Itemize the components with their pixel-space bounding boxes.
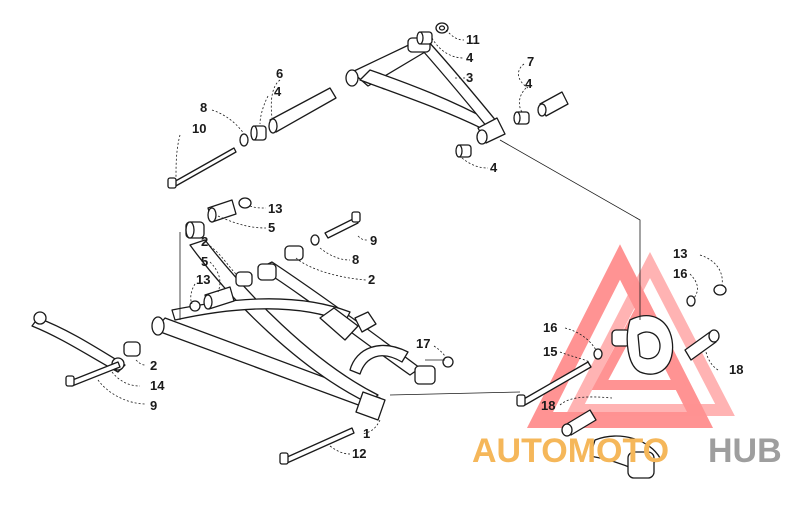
callout-6: 6 bbox=[276, 66, 283, 81]
callout-18: 18 bbox=[541, 398, 555, 413]
link-14 bbox=[31, 311, 126, 373]
callout-1: 1 bbox=[363, 426, 370, 441]
bolt-18-upper bbox=[684, 329, 720, 361]
bolt-18-lower bbox=[561, 409, 597, 437]
nut-11 bbox=[435, 22, 449, 34]
bolt-9-lower bbox=[65, 361, 121, 387]
sleeve-6 bbox=[268, 87, 337, 134]
watermark-auto: AUTOMOTO bbox=[472, 432, 669, 470]
callout-9: 9 bbox=[370, 233, 377, 248]
callout-8: 8 bbox=[352, 252, 359, 267]
washer-8-lower bbox=[310, 234, 320, 246]
callout-numbers: 11 4 3 6 4 7 4 8 10 4 13 5 9 2 8 5 13 2 … bbox=[150, 32, 743, 461]
watermark-hub: HUB bbox=[708, 432, 782, 470]
bushing-4-left bbox=[250, 125, 267, 141]
callout-18: 18 bbox=[729, 362, 743, 377]
washer-8 bbox=[239, 133, 249, 147]
callout-2: 2 bbox=[201, 234, 208, 249]
nut-13-upper bbox=[238, 197, 252, 209]
callout-7: 7 bbox=[527, 54, 534, 69]
bushing-5-upper bbox=[207, 199, 237, 223]
callout-4: 4 bbox=[466, 50, 474, 65]
callout-17: 17 bbox=[416, 336, 430, 351]
nut-17 bbox=[442, 356, 454, 368]
bushing-2-left bbox=[123, 341, 141, 357]
bushing-4-right bbox=[513, 111, 530, 125]
callout-12: 12 bbox=[352, 446, 366, 461]
bushing-2-right bbox=[284, 245, 304, 261]
lower-a-arm bbox=[151, 239, 436, 421]
bolt-10 bbox=[167, 147, 237, 189]
assembly-lines bbox=[179, 139, 641, 396]
bolt-15 bbox=[516, 361, 592, 407]
knuckle bbox=[589, 315, 674, 479]
bushing-4-top bbox=[416, 31, 433, 45]
callout-13: 13 bbox=[268, 201, 282, 216]
sleeve-7 bbox=[537, 91, 569, 117]
callout-9: 9 bbox=[150, 398, 157, 413]
callout-4: 4 bbox=[525, 76, 533, 91]
bolt-12 bbox=[279, 427, 355, 465]
upper-a-arm bbox=[345, 37, 506, 145]
callout-5: 5 bbox=[268, 220, 275, 235]
callout-3: 3 bbox=[466, 70, 473, 85]
callout-14: 14 bbox=[150, 378, 165, 393]
callout-4: 4 bbox=[274, 84, 282, 99]
bushing-4-bottom bbox=[455, 144, 472, 158]
watermark-text: AUTOMOTO HUB bbox=[472, 432, 782, 470]
callout-5: 5 bbox=[201, 254, 208, 269]
callout-8: 8 bbox=[200, 100, 207, 115]
callout-4: 4 bbox=[490, 160, 498, 175]
callout-16: 16 bbox=[543, 320, 557, 335]
callout-leaders bbox=[97, 29, 723, 455]
bushing-5-mid bbox=[203, 286, 235, 310]
callout-2: 2 bbox=[150, 358, 157, 373]
bushing-2-upper bbox=[185, 221, 205, 239]
callout-11: 11 bbox=[466, 32, 480, 47]
nut-13-right bbox=[686, 284, 727, 307]
callout-13: 13 bbox=[673, 246, 687, 261]
bushing-2-mid bbox=[235, 263, 277, 287]
bolt-9-upper bbox=[324, 211, 361, 239]
callout-15: 15 bbox=[543, 344, 557, 359]
callout-2: 2 bbox=[368, 272, 375, 287]
washer-16-left bbox=[593, 348, 603, 360]
callout-13: 13 bbox=[196, 272, 210, 287]
callout-16: 16 bbox=[673, 266, 687, 281]
nut-13-mid bbox=[189, 300, 201, 312]
callout-10: 10 bbox=[192, 121, 206, 136]
